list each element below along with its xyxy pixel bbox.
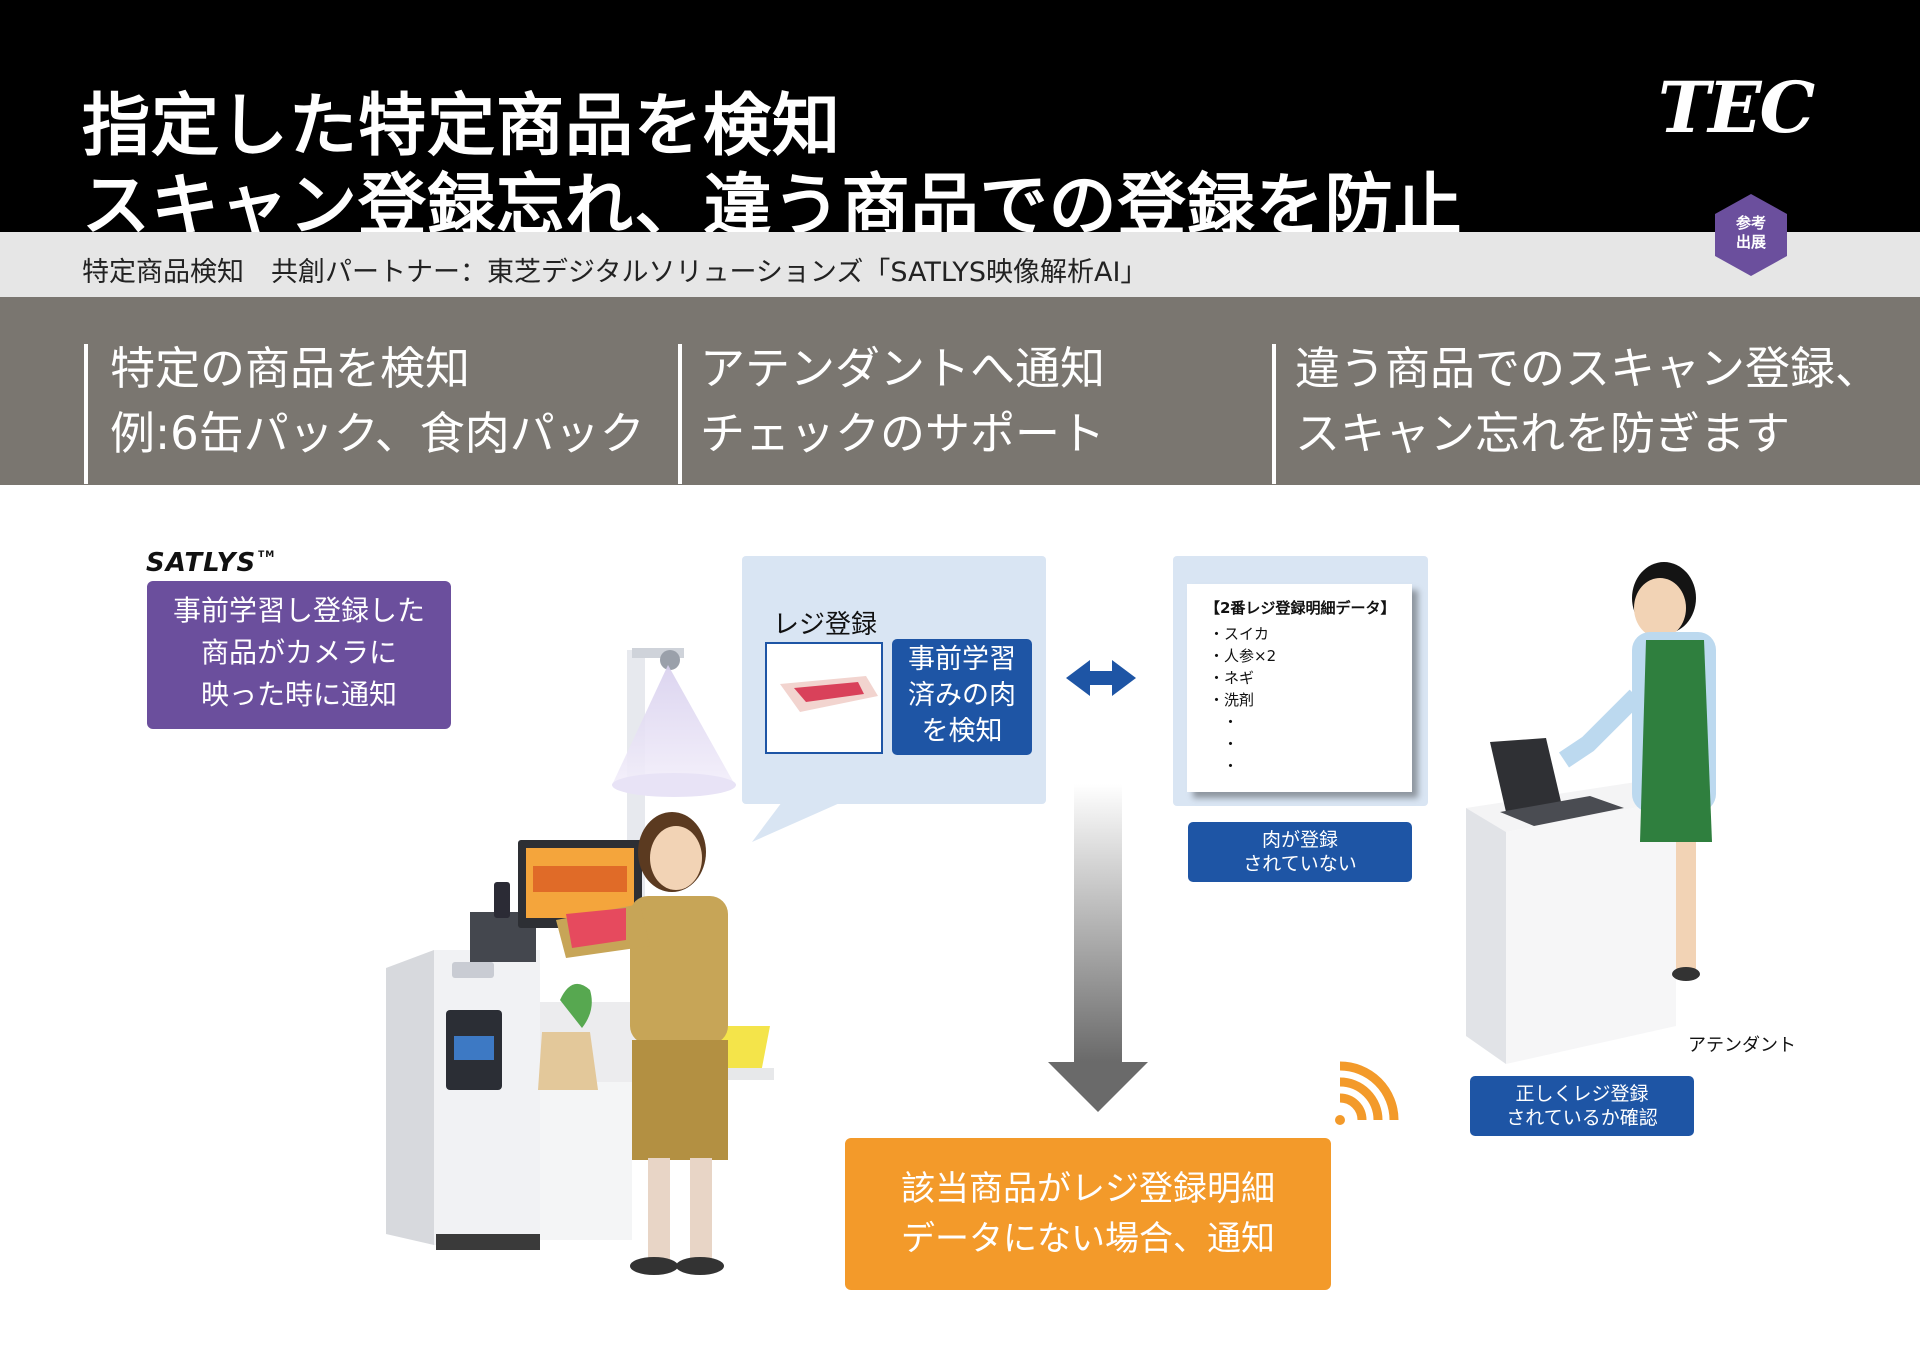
attendant-counter xyxy=(1466,738,1676,1064)
attendant-figure xyxy=(1559,562,1716,981)
receipt-item: ・ネギ xyxy=(1209,669,1255,687)
detect-meat-label: 事前学習 済みの肉 を検知 xyxy=(892,639,1032,755)
register-label: レジ登録 xyxy=(773,610,878,640)
receipt-item: ・ xyxy=(1223,757,1239,775)
feature-detect-line2: 例:6缶パック、食肉パック xyxy=(110,407,645,460)
attendant-label: アテンダント xyxy=(1688,1035,1796,1056)
feature-divider xyxy=(1272,344,1276,484)
feature-detect-line1: 特定の商品を検知 xyxy=(110,342,471,395)
meat-not-registered-label: 肉が登録 されていない xyxy=(1188,822,1412,882)
satlys-note: 事前学習し登録した 商品がカメラに 映った時に通知 xyxy=(147,581,451,729)
satlys-note-line2: 商品がカメラに xyxy=(200,636,397,669)
receipt-item: ・ xyxy=(1223,735,1239,753)
wifi-signal-icon xyxy=(1335,1061,1399,1125)
subheader-text: 特定商品検知 共創パートナー：東芝デジタルソリューションズ「SATLYS映像解析… xyxy=(82,257,1148,288)
receipt-item: ・スイカ xyxy=(1209,625,1270,643)
customer-figure xyxy=(556,812,728,1275)
badge-line1: 参考 xyxy=(1735,214,1766,232)
detect-line1: 事前学習 xyxy=(908,644,1016,675)
notif2-line1: 正しくレジ登録 xyxy=(1515,1083,1649,1105)
detect-line3: を検知 xyxy=(921,716,1003,747)
receipt-data: 【2番レジ登録明細データ】 ・スイカ ・人参×2 ・ネギ ・洗剤 ・ ・ ・ xyxy=(1187,584,1412,792)
notif2-line2: されているか確認 xyxy=(1506,1107,1658,1129)
badge-line2: 出展 xyxy=(1735,233,1766,251)
feature-detect: 特定の商品を検知 例:6缶パック、食肉パック xyxy=(110,336,645,466)
exhibit-badge-text: 参考 出展 xyxy=(1715,214,1787,252)
feature-prevent-line1: 違う商品でのスキャン登録、 xyxy=(1295,342,1881,395)
receipt-item-list: ・スイカ ・人参×2 ・ネギ ・洗剤 ・ ・ ・ xyxy=(1209,623,1276,777)
feature-band xyxy=(0,297,1920,485)
detect-line2: 済みの肉 xyxy=(908,680,1016,711)
tec-logo: TEC xyxy=(1658,66,1815,149)
shopping-bag xyxy=(538,983,598,1090)
page-title-line1: 指定した特定商品を検知 xyxy=(82,87,842,166)
subheader-bar xyxy=(0,232,1920,297)
speech-tail xyxy=(752,802,842,842)
alert-box: 該当商品がレジ登録明細 データにない場合、通知 xyxy=(845,1138,1331,1290)
header-bar xyxy=(0,0,1920,232)
feature-divider xyxy=(678,344,682,484)
feature-notify: アテンダントへ通知 チェックのサポート xyxy=(700,336,1105,466)
feature-prevent: 違う商品でのスキャン登録、 スキャン忘れを防ぎます xyxy=(1295,336,1880,466)
feature-notify-line1: アテンダントへ通知 xyxy=(700,342,1106,395)
satlys-note-line1: 事前学習し登録した xyxy=(172,594,425,627)
down-arrow-icon xyxy=(1048,784,1148,1112)
receipt-item: ・ xyxy=(1223,713,1239,731)
feature-notify-line2: チェックのサポート xyxy=(700,407,1106,460)
left-right-arrow-icon xyxy=(1066,660,1136,696)
register-item-frame xyxy=(765,642,883,754)
feature-divider xyxy=(84,344,88,484)
confirm-registration-label: 正しくレジ登録 されているか確認 xyxy=(1470,1076,1694,1136)
satlys-note-line3: 映った時に通知 xyxy=(200,678,397,711)
receipt-item: ・洗剤 xyxy=(1209,691,1255,709)
feature-prevent-line2: スキャン忘れを防ぎます xyxy=(1295,407,1791,460)
notif1-line2: されていない xyxy=(1243,853,1357,875)
alert-line2: データにない場合、通知 xyxy=(901,1219,1275,1259)
notif1-line1: 肉が登録 xyxy=(1261,829,1338,851)
receipt-title: 【2番レジ登録明細データ】 xyxy=(1205,599,1396,617)
alert-line1: 該当商品がレジ登録明細 xyxy=(901,1169,1275,1209)
exhibit-badge-hexagon xyxy=(1715,194,1787,276)
receipt-item: ・人参×2 xyxy=(1209,647,1277,665)
